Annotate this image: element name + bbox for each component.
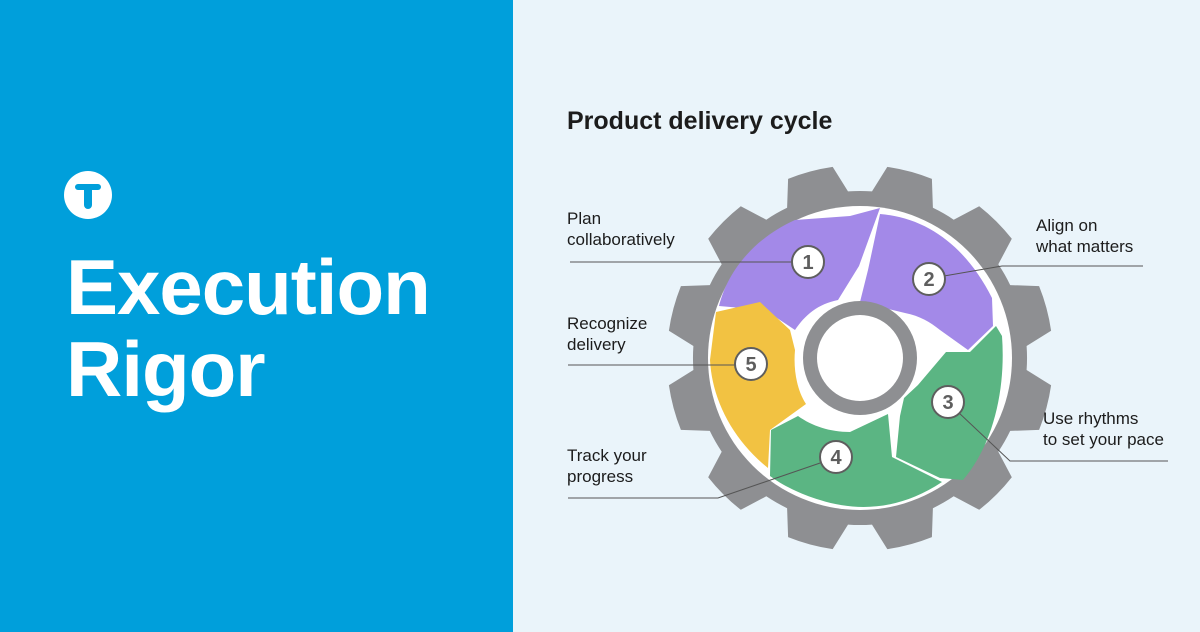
label-plan: Plan collaboratively	[567, 208, 675, 250]
label-line: progress	[567, 467, 634, 486]
label-line: delivery	[567, 335, 626, 354]
step-number: 1	[802, 252, 813, 274]
left-panel: Execution Rigor	[0, 0, 513, 632]
step-badge-circle	[819, 440, 853, 474]
step-badge-circle	[791, 245, 825, 279]
label-line: Align on	[1036, 216, 1098, 235]
logo-t-icon	[75, 184, 101, 209]
step-badge-circle	[931, 385, 965, 419]
label-line: to set your pace	[1043, 430, 1164, 449]
hero-title: Execution Rigor	[66, 243, 431, 413]
step-badge-circle	[912, 262, 946, 296]
step-badge-2: 2	[912, 262, 946, 296]
leader-lines	[568, 261, 1168, 499]
step-number: 4	[830, 447, 842, 469]
step-badge-4: 4	[819, 440, 853, 474]
step-number: 2	[923, 269, 934, 291]
hero-title-line2: Rigor	[66, 325, 266, 413]
step-badge-1: 1	[791, 245, 825, 279]
step-badge-3: 3	[931, 385, 965, 419]
label-line: Recognize	[567, 314, 648, 333]
segment-5-recognize	[710, 302, 806, 468]
label-track: Track your progress	[567, 445, 647, 487]
label-line: Track your	[567, 446, 647, 465]
leader-line-4	[568, 461, 824, 499]
label-line: collaboratively	[567, 230, 675, 249]
logo	[64, 171, 112, 219]
label-line: Plan	[567, 209, 602, 228]
label-align: Align on what matters	[1036, 215, 1133, 257]
label-line: what matters	[1036, 237, 1134, 256]
step-number: 3	[942, 392, 953, 414]
step-badge-circle	[734, 347, 768, 381]
leader-line-2	[943, 265, 1143, 277]
segment-4-track	[770, 414, 942, 507]
label-recognize: Recognize delivery	[567, 313, 647, 355]
leader-line-3	[957, 411, 1168, 462]
label-rhythms: Use rhythms to set your pace	[1043, 408, 1164, 450]
step-badge-5: 5	[734, 347, 768, 381]
gear-hole	[817, 315, 903, 401]
step-number: 5	[745, 354, 756, 376]
label-line: Use rhythms	[1043, 409, 1139, 428]
diagram-title: Product delivery cycle	[567, 107, 833, 135]
hero-title-line1: Execution	[66, 243, 431, 331]
